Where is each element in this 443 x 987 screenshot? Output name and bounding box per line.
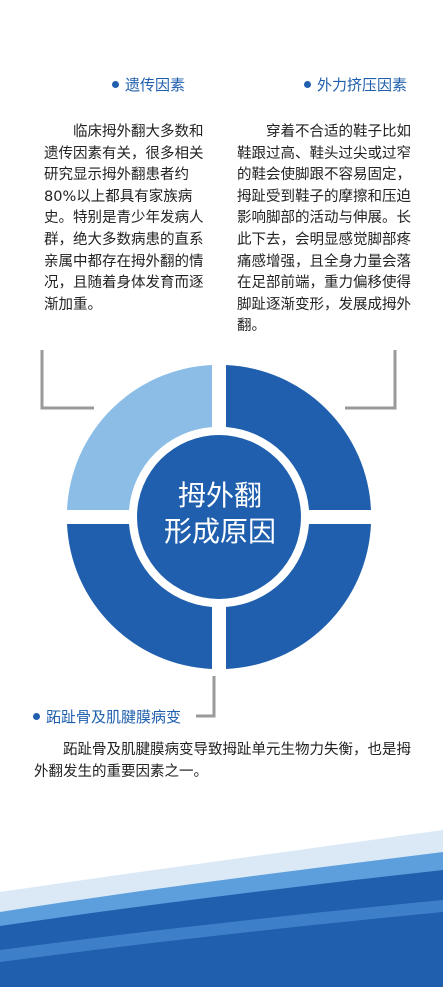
lesion-factor-label: 跖趾骨及肌腱膜病变: [46, 708, 182, 726]
wave-stripe: [0, 900, 443, 962]
diagram-title: 拇外翻 形成原因: [140, 478, 300, 550]
cause-ring-diagram: [40, 350, 397, 718]
diagram-title-line1: 拇外翻: [177, 479, 262, 512]
ring-segment-lower-right: [226, 524, 371, 669]
ring-segment-genetic: [67, 365, 212, 510]
connector-line-lesion: [196, 676, 216, 718]
external-factor-label: 外力挤压因素: [317, 76, 408, 94]
external-factor-heading: 外力挤压因素: [304, 76, 407, 94]
diagram-title-line2: 形成原因: [163, 515, 276, 548]
bullet-dot-icon: [304, 81, 311, 88]
connector-line-external: [345, 350, 397, 410]
lesion-factor-heading: 跖趾骨及肌腱膜病变: [33, 708, 181, 726]
bullet-dot-icon: [112, 81, 119, 88]
bullet-dot-icon: [33, 713, 40, 720]
center-disk: [137, 435, 301, 599]
ring-segment-lesion: [67, 524, 212, 669]
genetic-factor-heading: 遗传因素: [112, 76, 185, 94]
lesion-factor-text: 跖趾骨及肌腱膜病变导致拇趾单元生物力失衡，也是拇外翻发生的重要因素之一。: [34, 742, 411, 780]
connector-line-genetic: [40, 350, 94, 410]
genetic-factor-text: 临床拇外翻大多数和遗传因素有关，很多相关研究显示拇外翻患者约80%以上都具有家族…: [44, 124, 204, 313]
genetic-factor-label: 遗传因素: [125, 76, 186, 94]
external-factor-text: 穿着不合适的鞋子比如鞋跟过高、鞋头过尖或过窄的鞋会使脚跟不容易固定，拇趾受到鞋子…: [237, 124, 411, 335]
ring-segment-external: [226, 365, 371, 510]
decorative-wave-footer: [0, 830, 443, 987]
